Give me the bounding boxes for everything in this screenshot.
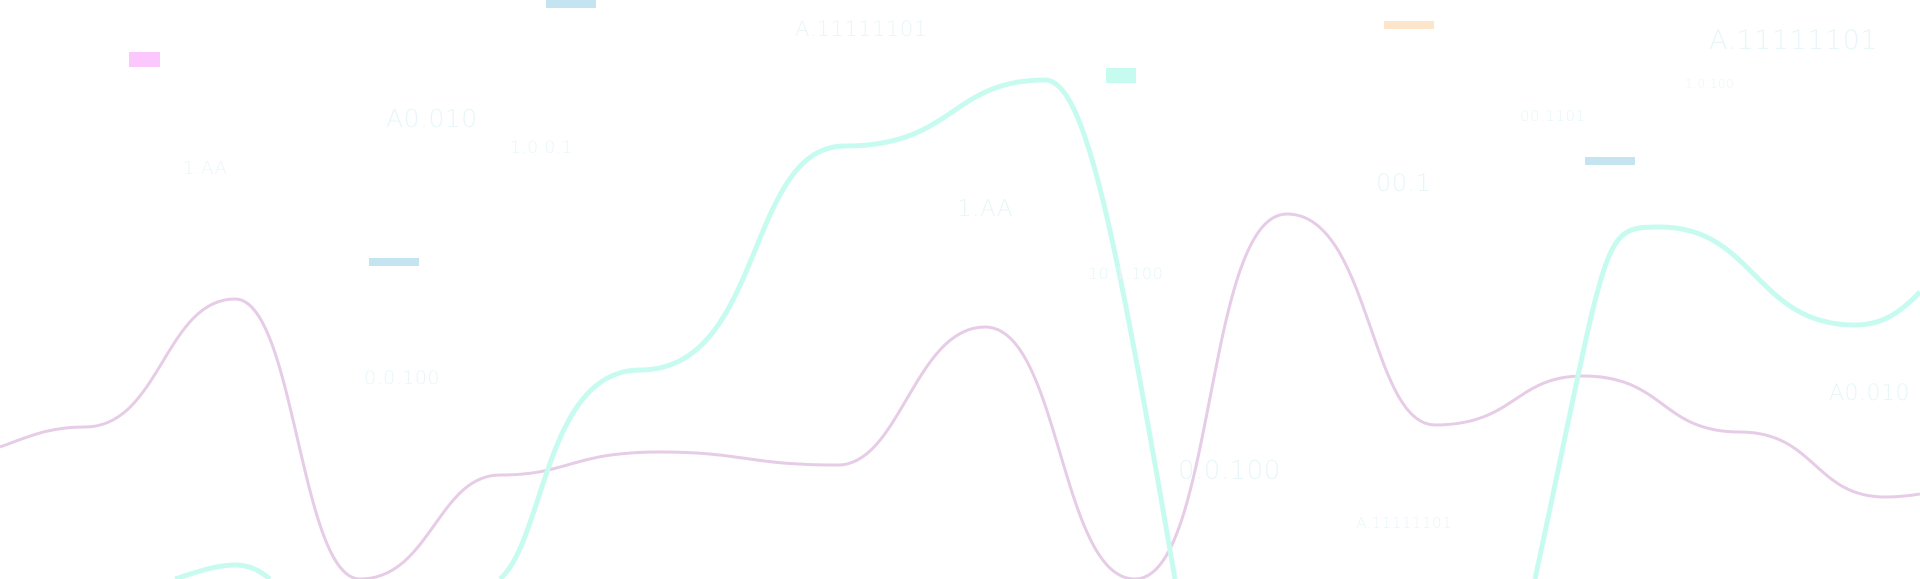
peach-marker — [1384, 21, 1434, 29]
code-label: 1.AA — [183, 158, 228, 179]
code-label: 00.1101 — [1520, 107, 1586, 125]
code-label: A.11111101 — [795, 17, 928, 41]
blue-marker — [1585, 157, 1635, 165]
code-label: A0.010 — [386, 104, 478, 133]
pink-marker — [129, 52, 160, 67]
lilac-wave-line — [0, 212, 1920, 579]
blue-marker — [546, 0, 596, 8]
code-label: A.11111101 — [1356, 514, 1453, 532]
code-label: 0.0.100 — [1178, 456, 1281, 486]
code-label: 1.0.100 — [1685, 77, 1735, 91]
code-label: A.11111101 — [1709, 25, 1879, 56]
code-label: 00.1 — [1376, 169, 1432, 197]
code-label: 1.0.0.1 — [510, 138, 573, 158]
blue-marker — [369, 258, 419, 266]
code-label: 10.1.100 — [1088, 264, 1164, 283]
code-label: 1.AA — [957, 196, 1014, 222]
code-label: A0.010 — [1829, 381, 1911, 406]
mint-wave-line-right — [1532, 224, 1920, 579]
mint-marker — [1106, 68, 1136, 83]
mint-wave-line — [498, 77, 1178, 579]
code-label: 0.0.100 — [364, 367, 441, 389]
mint-wave-line-left — [174, 562, 272, 579]
